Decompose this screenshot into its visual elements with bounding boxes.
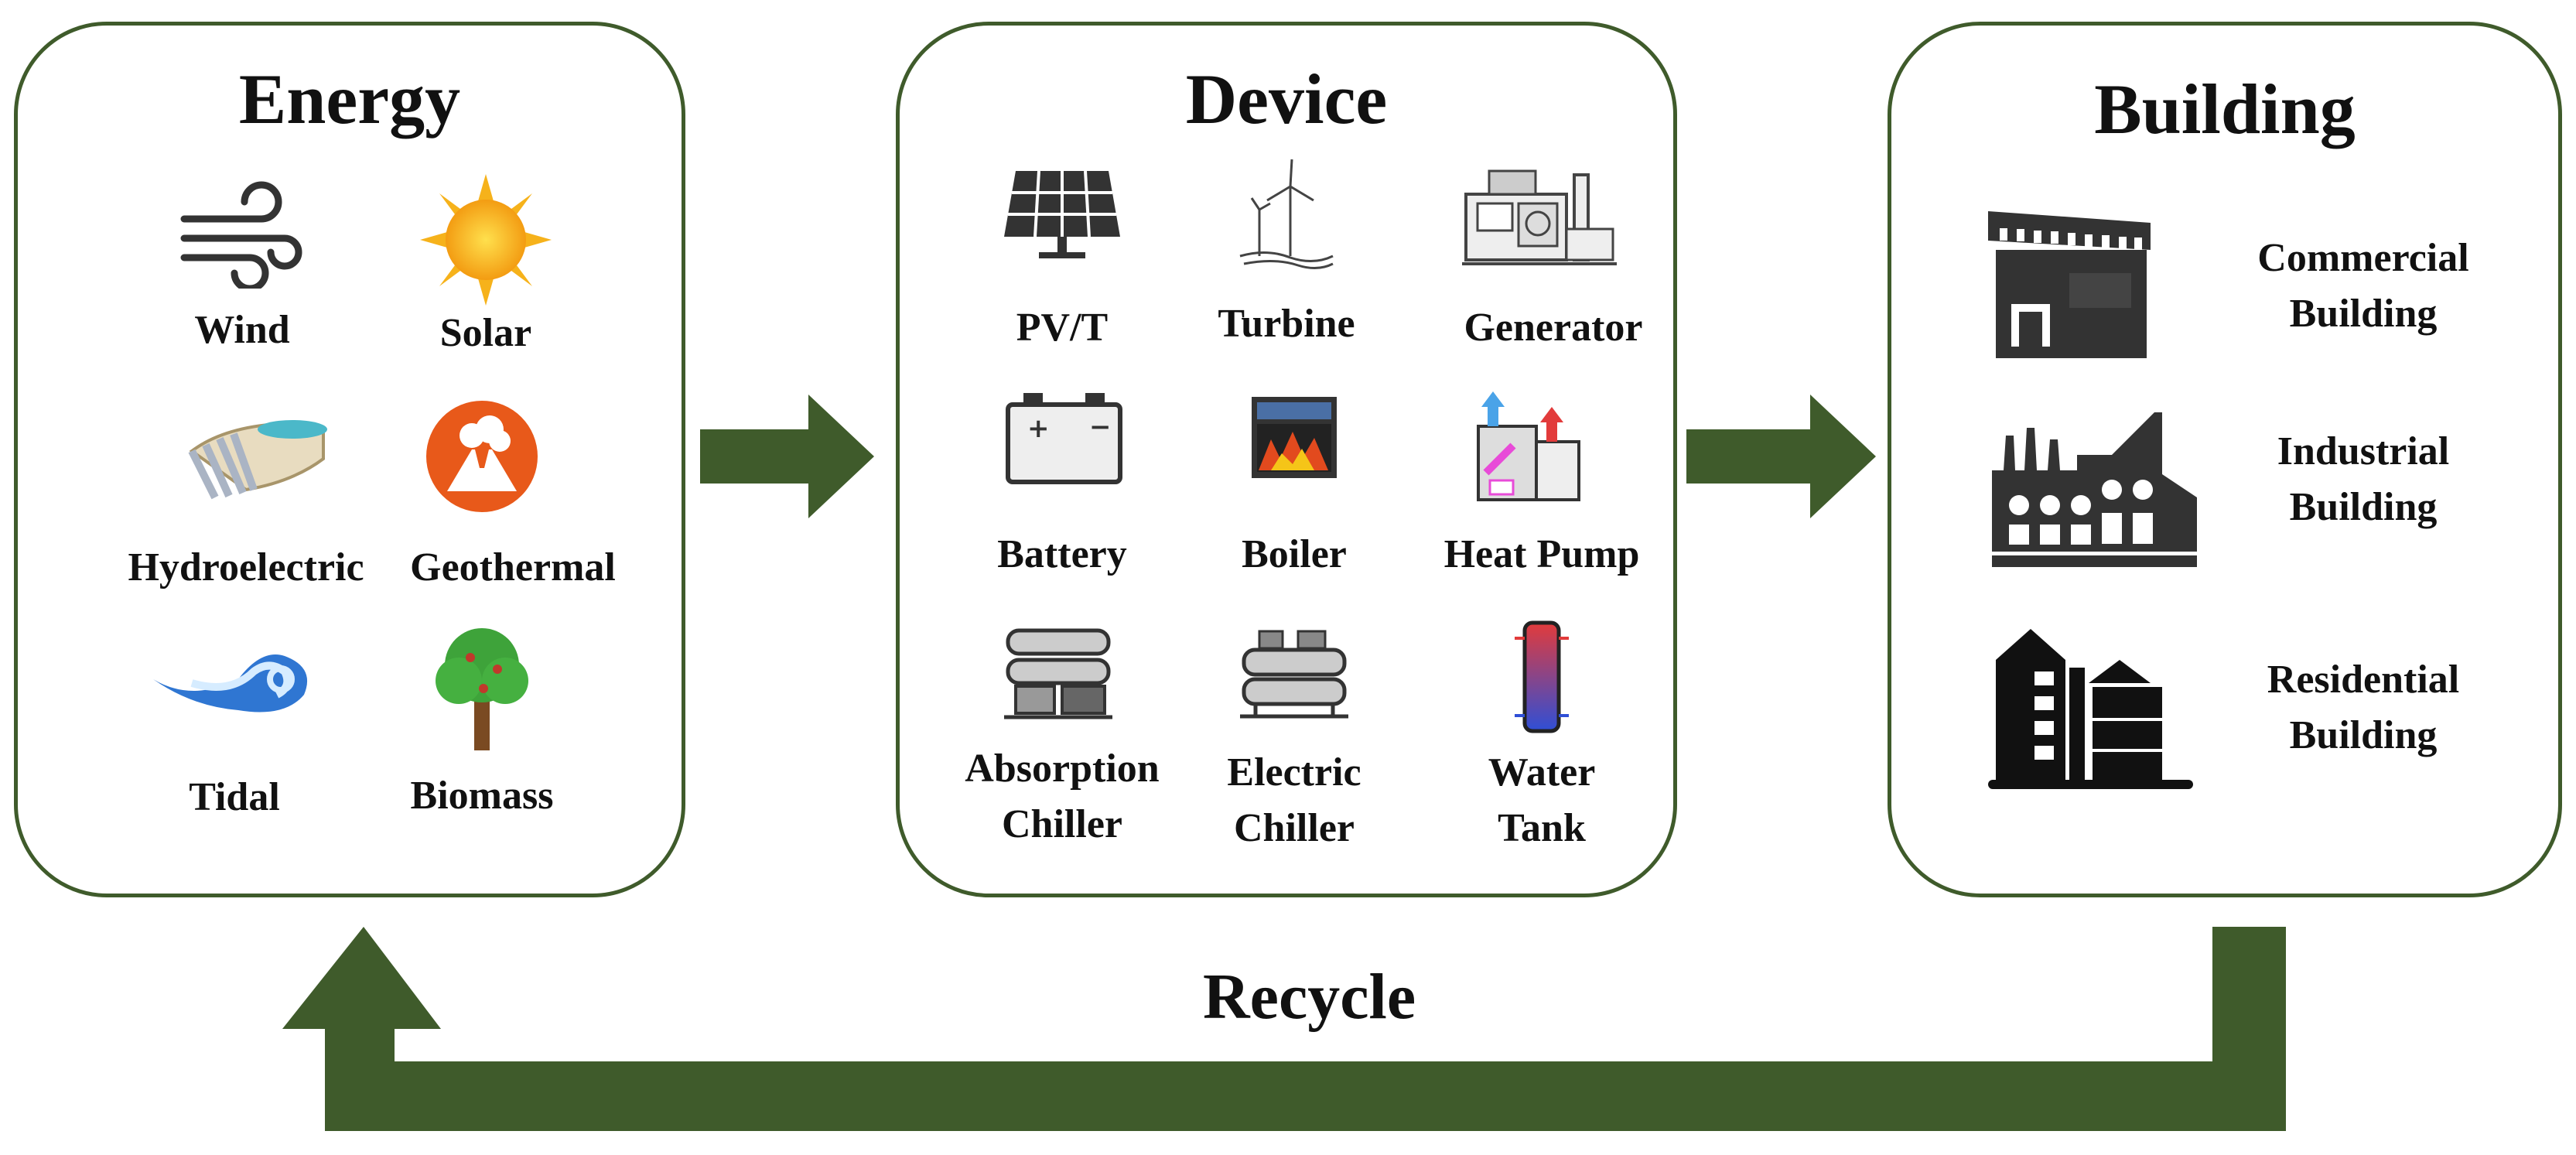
water-tank-line2: Tank — [1498, 806, 1586, 850]
absorption-chiller-line2: Chiller — [1002, 802, 1122, 846]
device-title: Device — [1185, 60, 1388, 138]
industrial-building-label: Industrial Building — [2224, 424, 2503, 535]
industrial-building-icon — [1992, 412, 2197, 567]
generator-label: Generator — [1464, 306, 1643, 350]
wind-icon — [180, 181, 302, 289]
svg-text:+: + — [1027, 413, 1050, 444]
solar-label: Solar — [439, 311, 532, 355]
volcano-icon — [426, 401, 538, 512]
heat-pump-label: Heat Pump — [1443, 532, 1640, 576]
commercial-line1: Commercial — [2257, 236, 2469, 280]
commercial-building-label: Commercial Building — [2224, 231, 2503, 342]
wind-turbine-icon — [1239, 159, 1334, 269]
building-panel: Building Commercial Building Industrial … — [1888, 22, 2562, 897]
building-title: Building — [2094, 70, 2356, 149]
svg-text:−: − — [1089, 412, 1112, 443]
solar-panel-icon — [1004, 170, 1120, 258]
tree-icon — [436, 628, 528, 750]
wave-icon — [153, 654, 308, 712]
tidal-label: Tidal — [189, 775, 280, 819]
energy-title: Energy — [238, 60, 461, 138]
arrow-energy-to-device — [700, 395, 874, 518]
generator-icon — [1462, 169, 1617, 265]
recycle-label: Recycle — [1203, 961, 1416, 1033]
residential-building-label: Residential Building — [2224, 652, 2503, 764]
heat-pump-icon — [1477, 391, 1580, 501]
water-tank-line1: Water — [1488, 750, 1596, 794]
residential-building-icon — [1988, 629, 2193, 789]
water-tank-icon — [1515, 620, 1569, 733]
arrow-device-to-building — [1686, 395, 1876, 518]
turbine-label: Turbine — [1218, 302, 1355, 346]
energy-panel: Energy Wind Solar Hydroelectric — [14, 22, 685, 897]
commercial-building-icon — [1988, 211, 2151, 358]
industrial-line1: Industrial — [2277, 429, 2450, 473]
boiler-icon — [1252, 397, 1337, 478]
commercial-line2: Building — [2289, 292, 2438, 336]
electric-chiller-label: Electric Chiller — [1194, 745, 1395, 856]
device-panel: Device PV/T Turbine Generator — [896, 22, 1677, 897]
residential-line2: Building — [2289, 713, 2438, 757]
wind-label: Wind — [194, 308, 290, 352]
biomass-label: Biomass — [410, 774, 554, 818]
electric-chiller-line2: Chiller — [1234, 806, 1355, 850]
industrial-line2: Building — [2289, 485, 2438, 529]
hydroelectric-label: Hydroelectric — [128, 545, 364, 589]
absorption-chiller-label: Absorption Chiller — [931, 741, 1194, 853]
boiler-label: Boiler — [1242, 532, 1347, 576]
battery-icon: + − — [1006, 393, 1122, 484]
absorption-chiller-icon — [1004, 628, 1112, 719]
electric-chiller-icon — [1240, 630, 1348, 719]
residential-line1: Residential — [2267, 658, 2460, 702]
battery-label: Battery — [997, 532, 1127, 576]
pvt-label: PV/T — [1016, 306, 1109, 350]
absorption-chiller-line1: Absorption — [965, 747, 1160, 791]
geothermal-label: Geothermal — [410, 545, 616, 589]
sun-icon — [420, 174, 552, 306]
dam-icon — [188, 420, 327, 500]
water-tank-label: Water Tank — [1441, 745, 1642, 856]
electric-chiller-line1: Electric — [1227, 750, 1361, 794]
